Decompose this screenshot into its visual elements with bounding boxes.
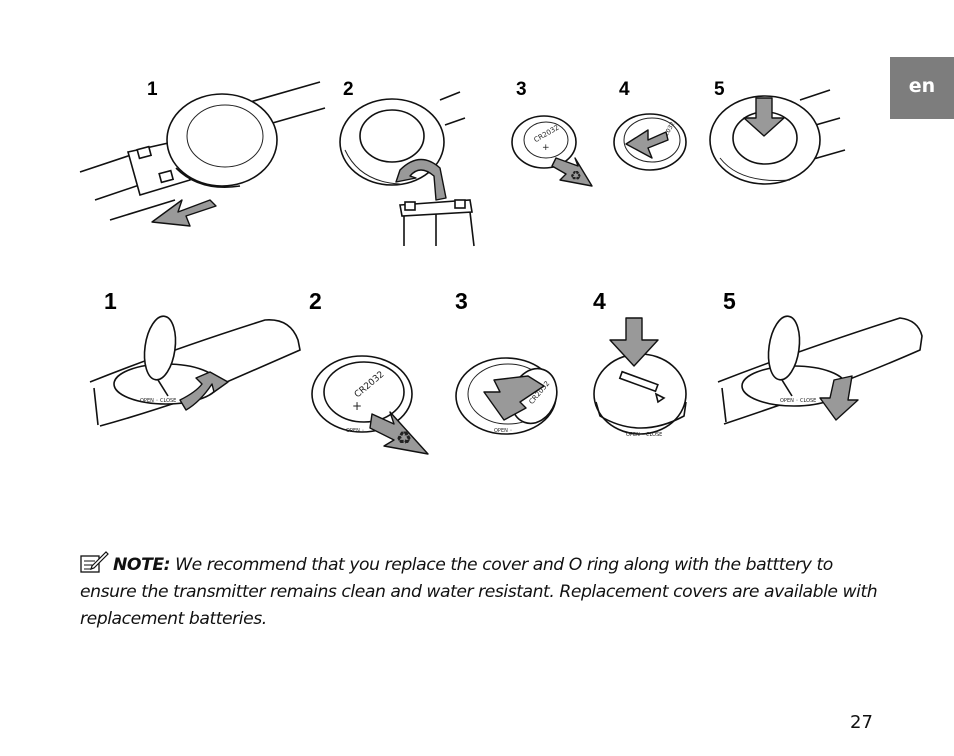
top-step-5-illustration <box>709 89 846 185</box>
step-number: 3 <box>455 288 468 314</box>
note-text: We recommend that you replace the cover … <box>80 555 878 629</box>
step-number: 4 <box>619 79 630 100</box>
step-number: 2 <box>309 288 322 314</box>
step-number: 5 <box>723 288 736 314</box>
bottom-step-1-illustration: OPEN ◦ CLOSE <box>89 315 301 427</box>
svg-text:OPEN ◦ CLOSE: OPEN ◦ CLOSE <box>140 398 176 404</box>
note-label: NOTE: <box>113 555 171 575</box>
step-number: 2 <box>343 79 354 100</box>
note-pencil-icon <box>80 551 109 573</box>
recycle-icon: ♻ <box>396 428 412 449</box>
bottom-step-3-illustration: CR2032 OPEN ◦ <box>455 357 558 435</box>
top-step-1-illustration <box>79 81 326 227</box>
bottom-step-4-illustration: OPEN ◦ CLOSE <box>593 317 687 438</box>
step-number: 3 <box>516 79 527 100</box>
svg-text:+: + <box>352 399 362 413</box>
svg-text:+: + <box>542 143 550 153</box>
language-tab[interactable]: en <box>890 57 954 119</box>
svg-text:OPEN ◦: OPEN ◦ <box>494 428 512 434</box>
svg-text:OPEN ◦ CLOSE: OPEN ◦ CLOSE <box>626 432 662 438</box>
recycle-icon: ♻ <box>570 169 582 184</box>
top-step-3-illustration: CR2032 + ♻ <box>511 115 593 187</box>
svg-text:OPEN ◦: OPEN ◦ <box>346 428 364 434</box>
page-number: 27 <box>850 712 873 733</box>
top-step-2-illustration <box>339 91 475 247</box>
bottom-step-2-illustration: CR2032 + OPEN ◦ ♻ <box>311 355 429 455</box>
step-number: 4 <box>593 288 606 314</box>
step-number: 1 <box>104 288 117 314</box>
top-step-4-illustration: CR2032 <box>613 113 687 171</box>
battery-replacement-illustrations: .ln { fill: none; stroke: #111; stroke-w… <box>79 81 923 455</box>
svg-text:OPEN ◦ CLOSE: OPEN ◦ CLOSE <box>780 398 816 404</box>
step-number: 5 <box>714 79 725 100</box>
bottom-step-5-illustration: OPEN ◦ CLOSE <box>717 315 923 425</box>
step-number: 1 <box>147 79 158 100</box>
note-paragraph: NOTE: We recommend that you replace the … <box>80 550 890 633</box>
